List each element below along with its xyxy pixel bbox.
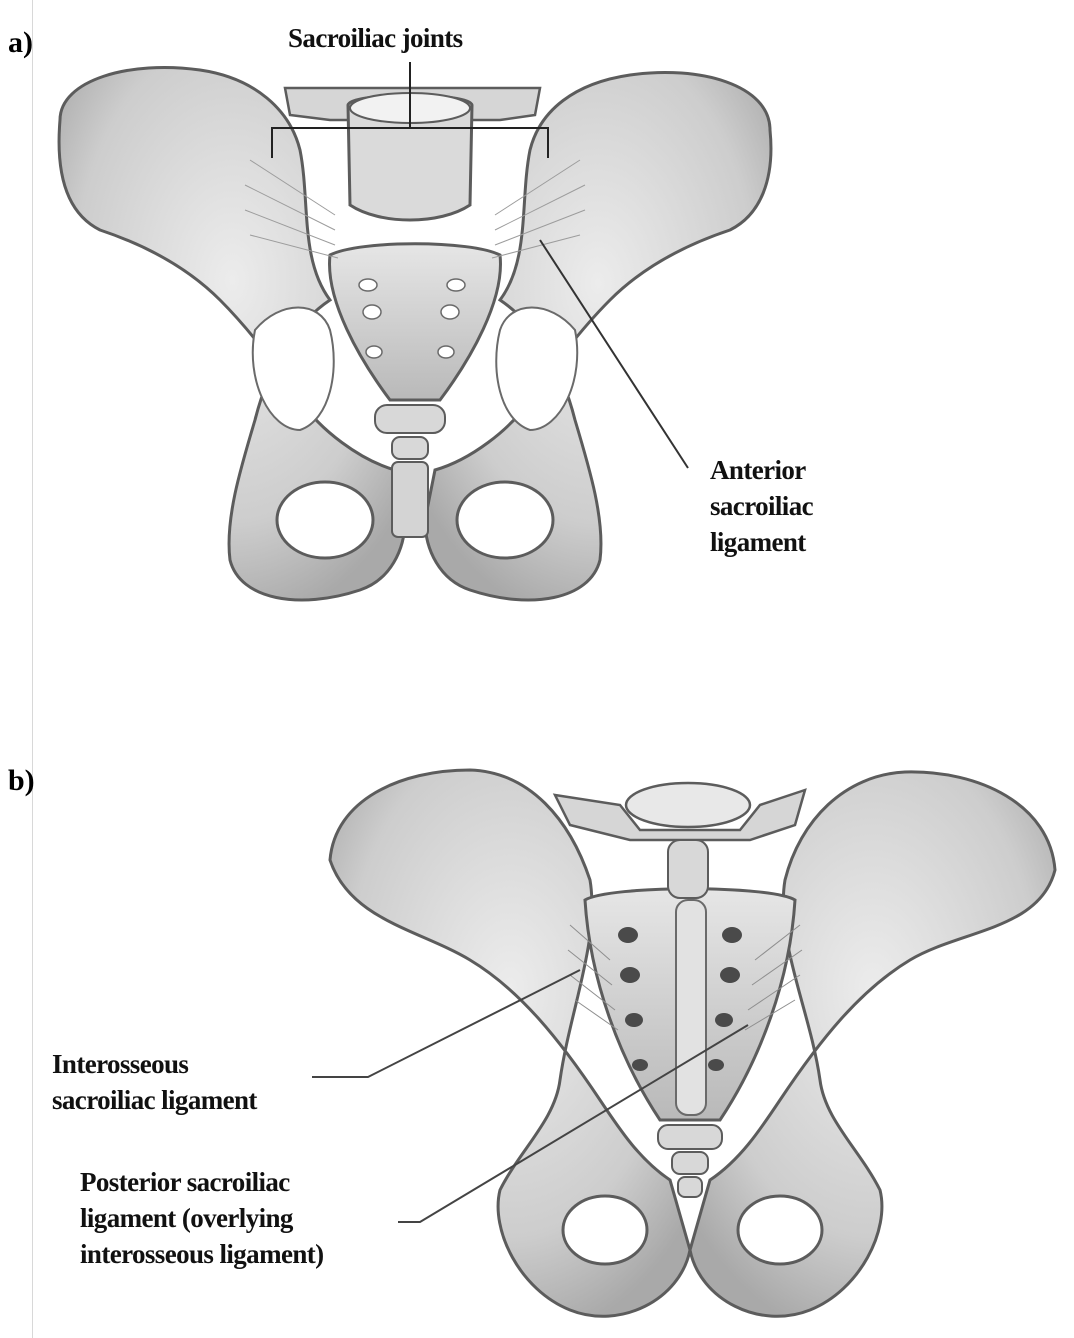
label-posterior-line-2: ligament (overlying [80,1200,293,1236]
l5-posterior-body [626,783,750,827]
median-sacral-crest [676,900,706,1115]
panel-b-label: b) [8,764,35,798]
panel-a-label: a) [8,26,33,60]
coccyx-posterior-3 [678,1177,702,1197]
posterior-pelvis-illustration [312,770,1055,1316]
coccyx-segment-2 [392,437,428,459]
left-obturator-foramen [277,482,373,558]
label-posterior-line-3: interosseous ligament) [80,1236,324,1272]
sacrum-anterior [330,244,501,400]
coccyx-segment-1 [375,405,445,433]
left-obturator-foramen-posterior [563,1196,647,1264]
label-interosseous-line-1: Interosseous [52,1046,188,1082]
right-obturator-foramen-posterior [738,1196,822,1264]
label-anterior-line-1: Anterior [710,452,806,488]
label-anterior-line-2: sacroiliac [710,488,813,524]
l5-spinous-process [668,840,708,898]
label-posterior-line-1: Posterior sacroiliac [80,1164,290,1200]
anterior-pelvis-illustration [59,62,771,600]
right-obturator-foramen [457,482,553,558]
pubic-symphysis [392,462,428,537]
coccyx-posterior-2 [672,1152,708,1174]
coccyx-posterior-1 [658,1125,722,1149]
label-sacroiliac-joints: Sacroiliac joints [288,20,463,56]
label-anterior-line-3: ligament [710,524,806,560]
label-interosseous-line-2: sacroiliac ligament [52,1082,257,1118]
